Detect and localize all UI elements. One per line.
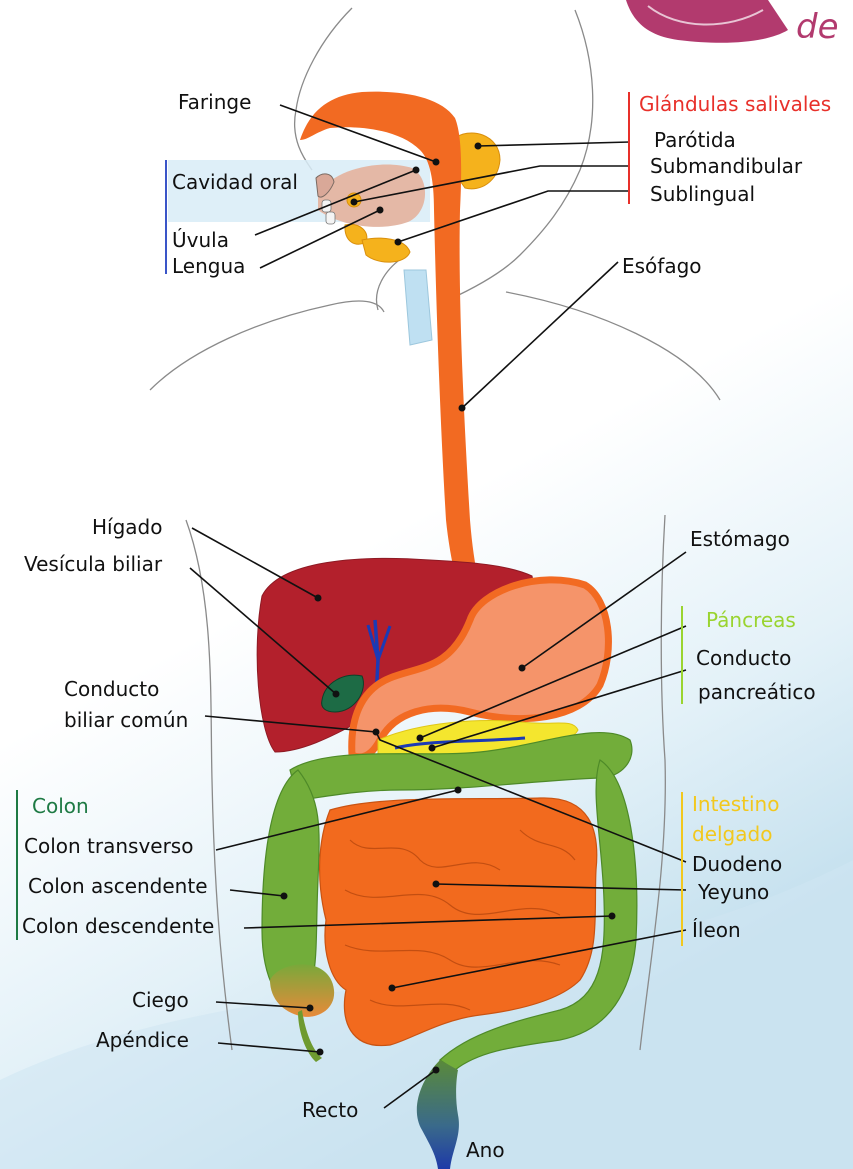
label-cavidad-oral: Cavidad oral: [172, 170, 298, 194]
logo: de: [618, 0, 853, 48]
label-submandibular: Submandibular: [650, 154, 802, 178]
label-faringe: Faringe: [178, 90, 251, 114]
label-estomago: Estómago: [690, 527, 790, 551]
label-pancreas: Páncreas: [706, 608, 796, 632]
label-vesicula-biliar: Vesícula biliar: [24, 552, 162, 576]
label-ciego: Ciego: [132, 988, 189, 1012]
label-uvula: Úvula: [172, 228, 229, 252]
label-colon: Colon: [32, 794, 89, 818]
label-duodeno: Duodeno: [692, 852, 782, 876]
label-conducto-biliar-1: Conducto: [64, 677, 159, 701]
label-conducto-pancreatico-2: pancreático: [698, 680, 816, 704]
label-intestino: Intestino: [692, 792, 779, 816]
label-ano: Ano: [466, 1138, 505, 1162]
label-yeyuno: Yeyuno: [698, 880, 769, 904]
label-ileon: Íleon: [692, 918, 741, 942]
label-esofago: Esófago: [622, 254, 702, 278]
label-conducto-pancreatico-1: Conducto: [696, 646, 791, 670]
logo-text: de: [796, 7, 839, 47]
label-apendice: Apéndice: [96, 1028, 189, 1052]
label-recto: Recto: [302, 1098, 358, 1122]
label-higado: Hígado: [92, 515, 162, 539]
label-colon-transverso: Colon transverso: [24, 834, 193, 858]
label-sublingual: Sublingual: [650, 182, 755, 206]
label-parotida: Parótida: [654, 128, 736, 152]
label-lengua: Lengua: [172, 254, 245, 278]
label-conducto-biliar-2: biliar común: [64, 708, 188, 732]
label-colon-ascendente: Colon ascendente: [28, 874, 208, 898]
label-delgado: delgado: [692, 822, 772, 846]
label-colon-descendente: Colon descendente: [22, 914, 214, 938]
label-glandulas-salivales: Glándulas salivales: [639, 92, 831, 116]
